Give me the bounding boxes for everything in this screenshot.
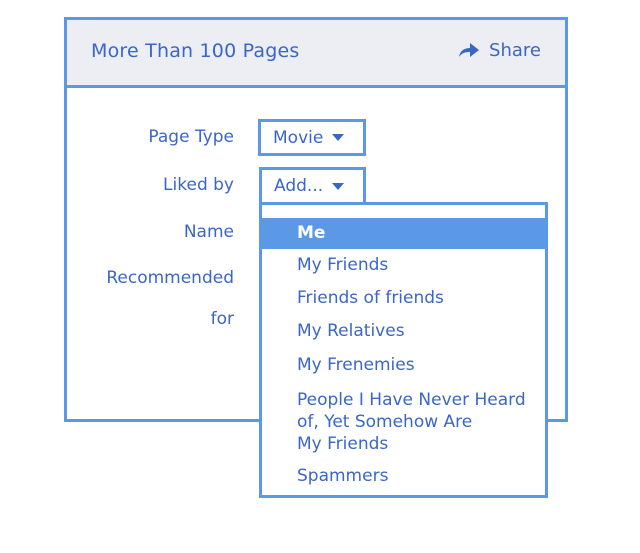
menu-item-line: People I Have Never Heard	[297, 390, 526, 410]
name-label: Name	[183, 222, 234, 242]
panel-header: More Than 100 Pages Share	[67, 20, 565, 88]
recommended-for-label-line1: Recommended	[106, 268, 234, 288]
menu-item-friends-of-friends[interactable]: Friends of friends	[297, 288, 444, 308]
menu-item-my-frenemies[interactable]: My Frenemies	[297, 355, 415, 375]
menu-item-line: of, Yet Somehow Are	[297, 412, 473, 432]
menu-item-my-friends[interactable]: My Friends	[297, 255, 389, 275]
share-button[interactable]: Share	[457, 40, 541, 61]
menu-item-my-relatives[interactable]: My Relatives	[297, 321, 405, 341]
share-arrow-icon	[459, 42, 480, 57]
page-type-select[interactable]: Movie	[258, 119, 366, 156]
liked-by-dropdown: Me My Friends Friends of friends My Rela…	[259, 202, 548, 498]
menu-item-people-never-heard-of[interactable]: People I Have Never Heard of, Yet Someho…	[262, 389, 545, 455]
menu-item-me[interactable]: Me	[262, 218, 545, 249]
menu-item-line: My Friends	[297, 434, 389, 454]
page-type-value: Movie	[273, 127, 324, 148]
panel-title: More Than 100 Pages	[91, 40, 300, 62]
liked-by-value: Add...	[274, 176, 324, 196]
liked-by-select[interactable]: Add...	[259, 167, 366, 205]
recommended-for-label-line2: for	[210, 309, 234, 329]
share-label: Share	[489, 40, 541, 61]
page-type-label: Page Type	[148, 127, 234, 147]
chevron-down-icon	[332, 134, 345, 141]
liked-by-label: Liked by	[163, 175, 234, 195]
chevron-down-icon	[332, 182, 345, 190]
menu-item-spammers[interactable]: Spammers	[297, 466, 389, 486]
